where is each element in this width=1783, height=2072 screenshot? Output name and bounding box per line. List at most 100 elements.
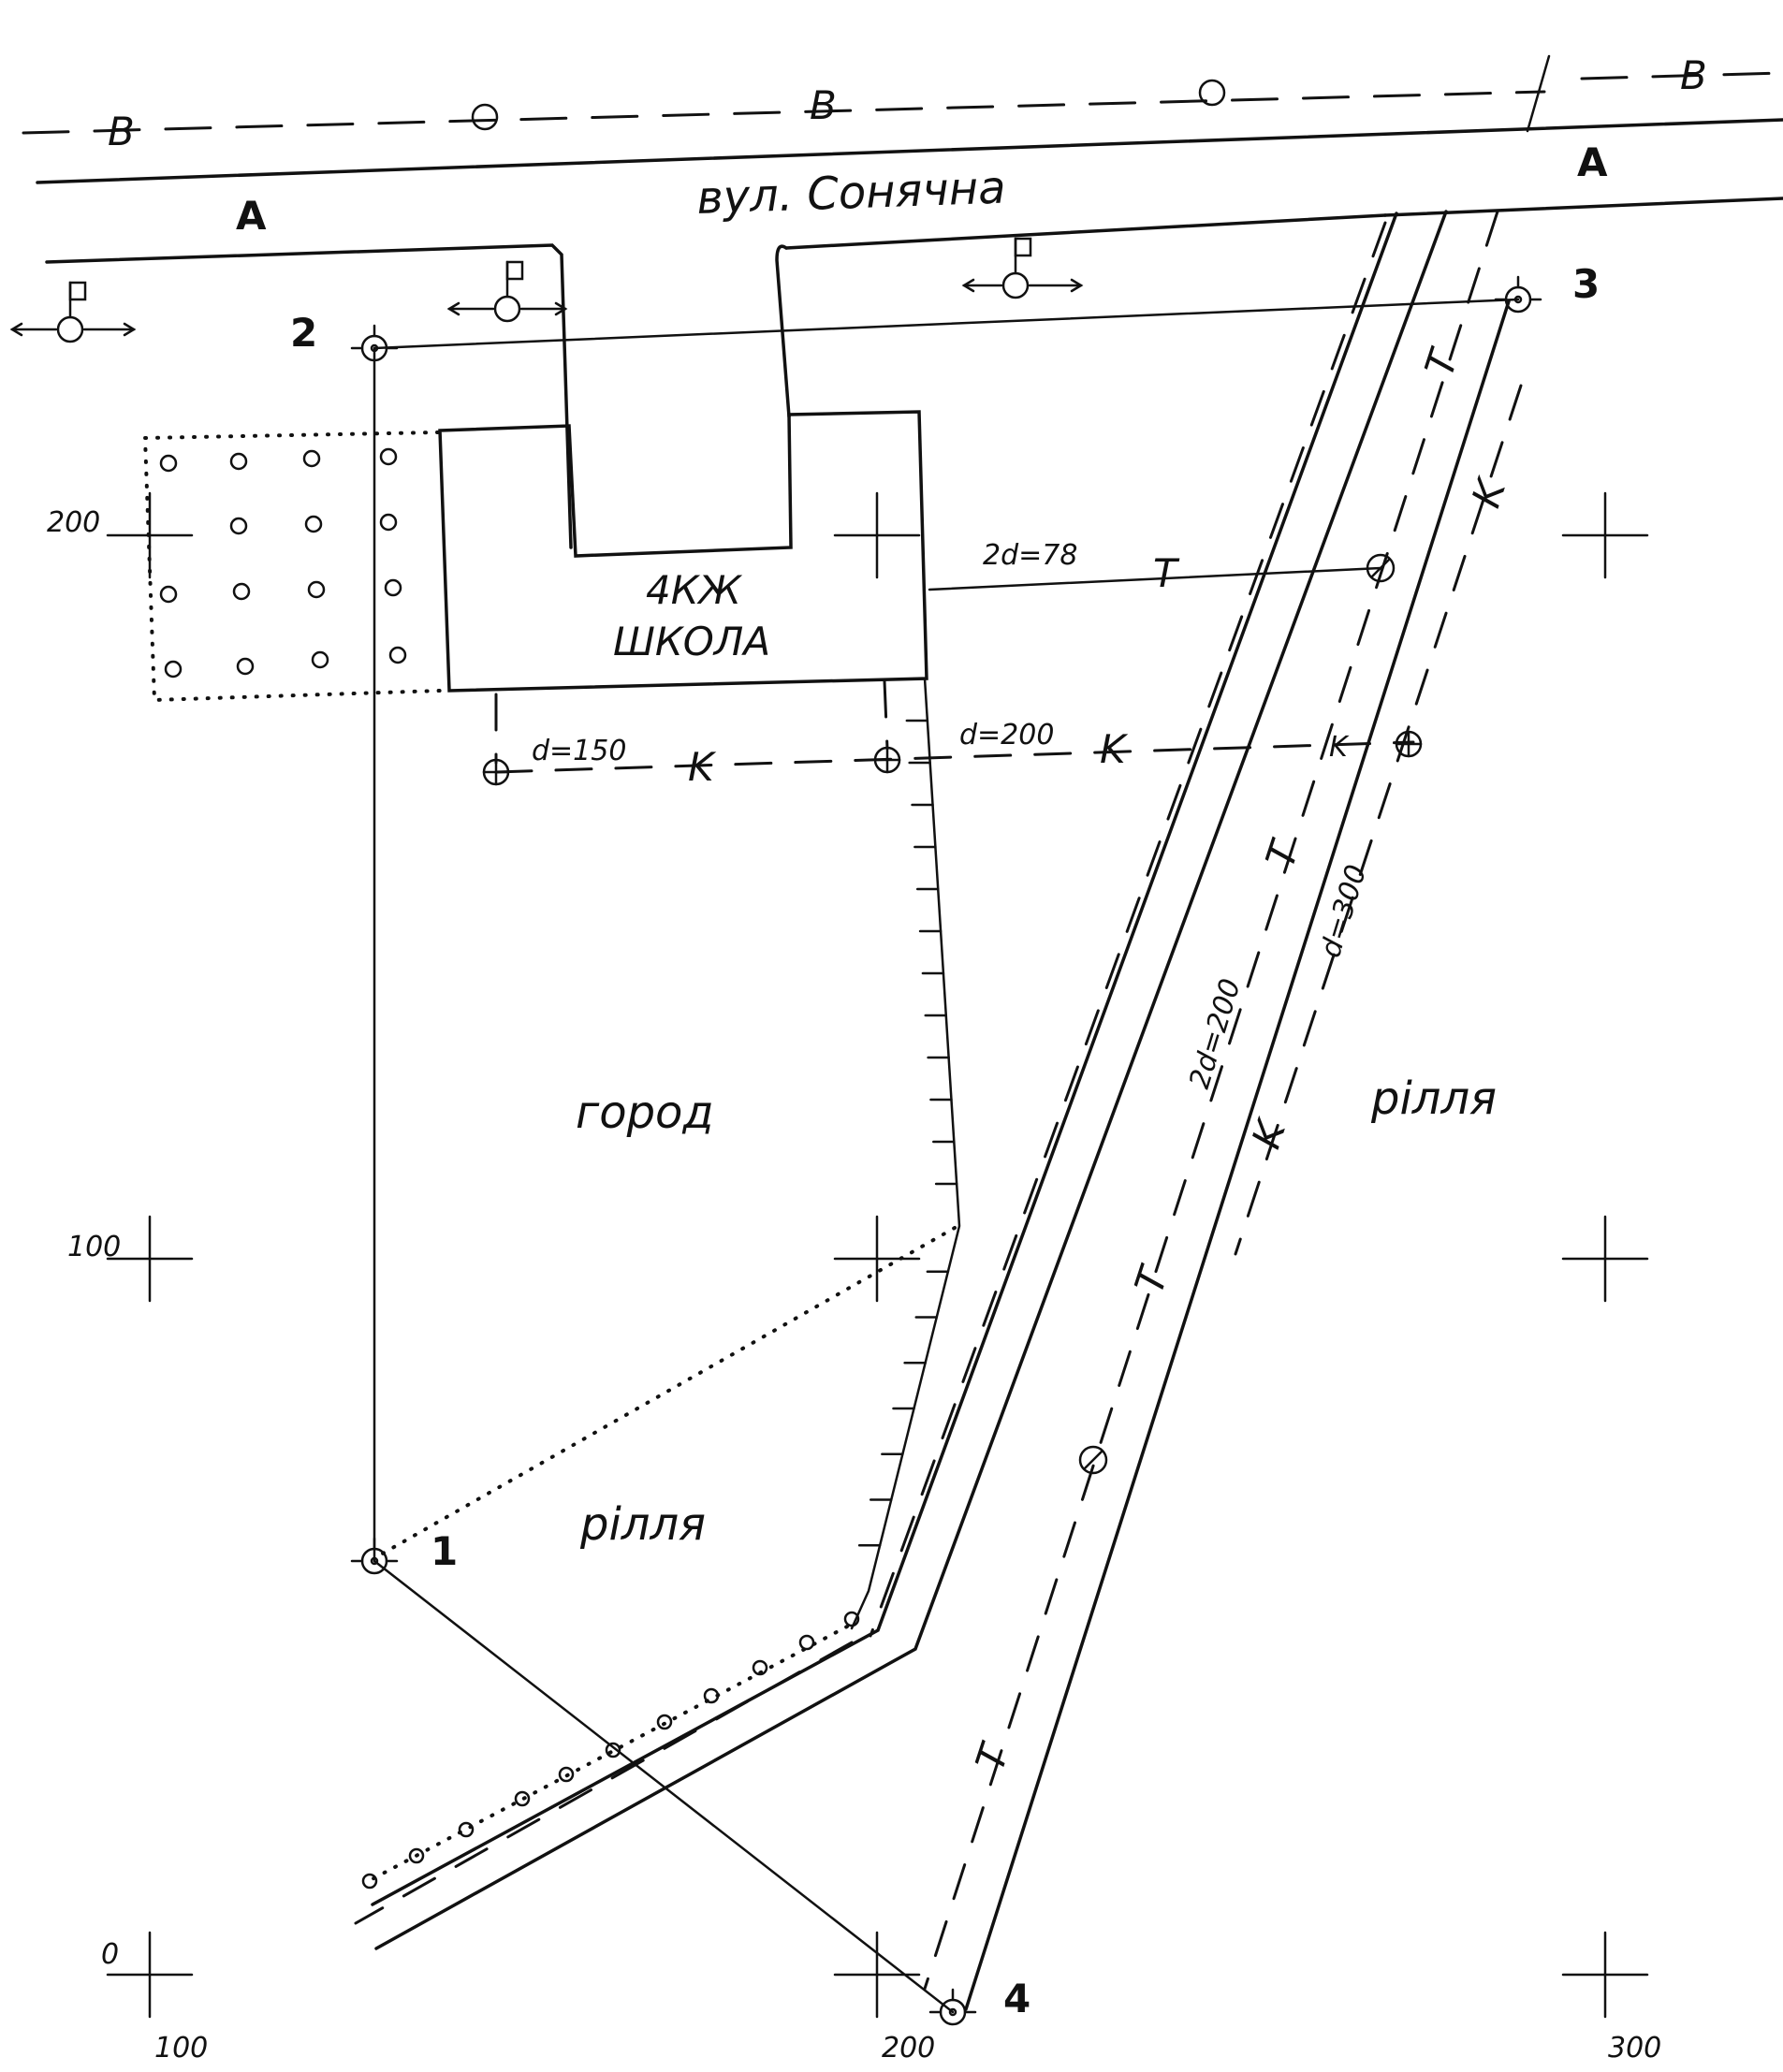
grid-cross-icon	[1561, 1215, 1649, 1303]
survey-station-icon	[1494, 275, 1542, 314]
power-line-label: B	[108, 109, 135, 154]
grid-cross-icon	[1561, 1931, 1649, 2019]
orchard	[142, 430, 442, 703]
boundary-marker-icon	[514, 1790, 531, 1807]
garden-dotted-border	[373, 1226, 957, 1560]
boundary-marker-icon	[752, 1659, 768, 1676]
boundary-marker-icon	[361, 1873, 378, 1890]
pipe-label-k: K	[1463, 471, 1515, 513]
orchard-tree-icon	[379, 513, 398, 532]
lamp-posts	[9, 237, 1084, 343]
area-garden: город	[576, 1087, 714, 1139]
pipe-label-t: T	[1416, 342, 1469, 382]
grid-label-x200: 200	[882, 2032, 935, 2065]
power-line-label: B	[810, 82, 837, 128]
grid-cross-icon	[106, 1215, 194, 1303]
pipe-label-t: T	[1257, 833, 1309, 873]
station-label-1: 1	[431, 1528, 458, 1574]
pipe-label-k: K	[1329, 731, 1350, 764]
stations	[350, 275, 1542, 2026]
sewer-pipe-k	[1234, 384, 1523, 1256]
pipe-label-d150: d=150	[532, 735, 626, 767]
grid-label-x300: 300	[1608, 2032, 1661, 2065]
boundary-marker-icon	[703, 1687, 720, 1704]
power-pole-icon	[1198, 79, 1226, 107]
pipe-label-d200: d=200	[959, 719, 1054, 751]
pipe-label-k: K	[1243, 1112, 1295, 1154]
boundary-marker-icon	[558, 1766, 575, 1783]
orchard-tree-icon	[304, 515, 323, 533]
area-field-right: рілля	[1370, 1072, 1497, 1125]
grid-cross-icon	[1561, 491, 1649, 579]
school-access-right	[775, 244, 791, 418]
grid-label-x100: 100	[154, 2032, 208, 2065]
orchard-tree-icon	[159, 585, 178, 604]
orchard-tree-icon	[302, 449, 321, 468]
pipe-label-t: T	[1126, 1259, 1178, 1299]
area-field-left: рілля	[579, 1498, 706, 1551]
orchard-tree-icon	[236, 657, 255, 676]
orchard-tree-icon	[388, 646, 407, 664]
heat-pipe-t	[923, 210, 1499, 1991]
building-subtitle: ШКОЛА	[613, 619, 770, 664]
street	[36, 118, 1783, 549]
pipe-label-t: T	[967, 1736, 1019, 1776]
road-label-a-left: A	[236, 193, 267, 239]
pipe-label-k: K	[1100, 726, 1129, 772]
boundary-marker-icon	[605, 1742, 621, 1758]
sewer-riser-2	[883, 679, 889, 751]
road-edge-bottom	[45, 243, 573, 549]
pipe-label-2d78: 2d=78	[983, 539, 1077, 572]
lamp-post-icon	[9, 281, 137, 343]
grid-cross-icon	[833, 491, 921, 579]
boundary-marker-icon	[656, 1714, 673, 1730]
traverse	[373, 298, 1520, 2014]
power-line-b-branch	[1526, 54, 1551, 133]
grid-label-y0: 0	[101, 1938, 119, 1971]
well-icon	[873, 746, 901, 774]
orchard-tree-icon	[311, 650, 329, 669]
school-building	[438, 410, 928, 693]
orchard-tree-icon	[164, 660, 183, 679]
pipe-label-d300: d=300	[1314, 861, 1373, 961]
boundary-marker-icon	[458, 1821, 475, 1838]
pipe-label-t: T	[1153, 550, 1180, 596]
pipe-label-k: K	[688, 744, 717, 790]
garden-fence	[373, 677, 961, 1630]
orchard-tree-icon	[159, 454, 178, 473]
sewer-branch-k	[494, 740, 1415, 774]
grid-label-y100: 100	[67, 1231, 121, 1263]
orchard-tree-icon	[229, 517, 248, 535]
road-a	[354, 210, 1448, 1950]
heat-branch-2d78	[928, 566, 1382, 591]
survey-station-icon	[350, 324, 399, 362]
grid-cross-icon	[106, 1931, 194, 2019]
pipe-edge	[964, 299, 1511, 2011]
heat-chamber-icon	[1078, 1445, 1108, 1475]
labels: вул. Сонячна A A B B B 4КЖ ШКОЛА город р…	[47, 52, 1707, 2065]
pipelines	[494, 210, 1523, 2011]
road-label-a-right: A	[1577, 139, 1608, 185]
orchard-tree-icon	[307, 580, 326, 599]
boundary-marker-icon	[843, 1611, 860, 1627]
street-name: вул. Сонячна	[695, 162, 1006, 225]
well-icon	[482, 758, 510, 786]
station-label-2: 2	[290, 310, 317, 356]
wells	[482, 553, 1423, 1475]
power-pole-icon	[471, 103, 499, 131]
orchard-tree-icon	[232, 582, 251, 601]
survey-station-icon	[928, 1988, 977, 2026]
pipe-label-2d200: 2d=200	[1183, 975, 1248, 1092]
power-line-label: B	[1680, 52, 1707, 98]
well-icon	[1395, 730, 1423, 758]
lamp-post-icon	[961, 237, 1084, 299]
orchard-tree-icon	[229, 452, 248, 471]
station-label-4: 4	[1003, 1976, 1030, 2021]
lamp-post-icon	[446, 260, 568, 323]
boundary-marker-icon	[408, 1847, 425, 1864]
road-top-right	[1383, 197, 1783, 217]
building-title: 4КЖ	[646, 567, 743, 613]
orchard-tree-icon	[379, 447, 398, 466]
survey-station-icon	[350, 1537, 399, 1575]
